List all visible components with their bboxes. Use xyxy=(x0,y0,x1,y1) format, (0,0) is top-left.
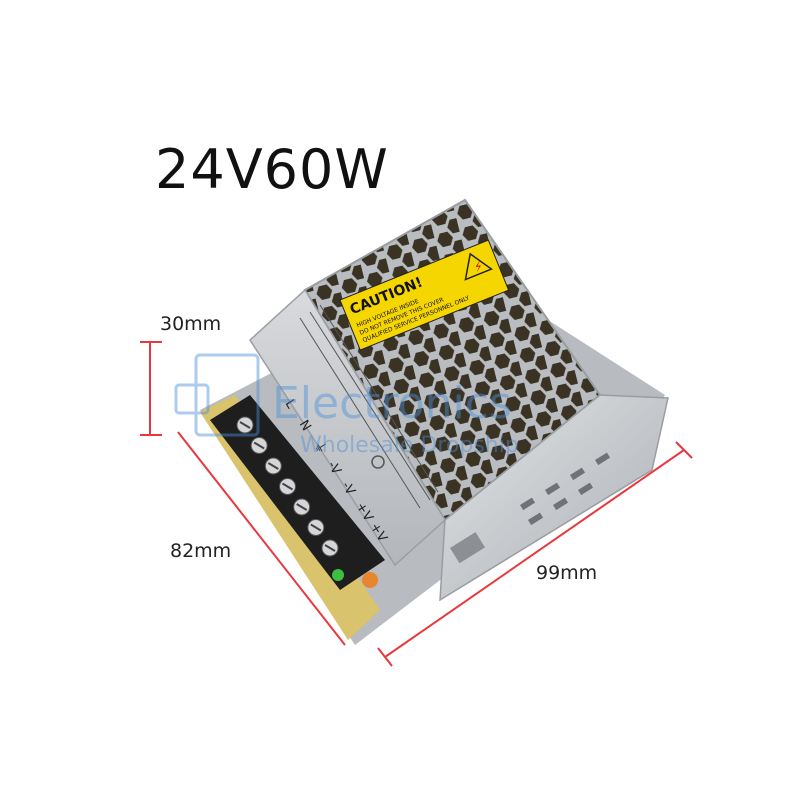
certification-mark xyxy=(371,455,385,469)
terminal-screw xyxy=(307,519,325,536)
terminal-screw xyxy=(250,437,268,454)
power-led xyxy=(332,569,344,581)
voltage-adjust-potentiometer xyxy=(362,572,378,588)
side-vents xyxy=(520,452,611,526)
side-connector-slot xyxy=(449,532,485,564)
terminal-screw xyxy=(279,478,296,495)
terminal-screw xyxy=(236,416,254,434)
depth-dimension-label: 82mm xyxy=(170,540,232,562)
watermark-logo: Electronics Wholesale Dropship xyxy=(174,353,519,458)
label-print xyxy=(299,304,439,509)
caution-label: ⚡ CAUTION! HIGH VOLTAGE INSIDE DO NOT RE… xyxy=(339,239,510,351)
depth-dimension-line xyxy=(177,431,346,646)
product-title: 24V60W xyxy=(155,138,389,201)
watermark-box-icon xyxy=(194,353,260,437)
terminal-screw xyxy=(293,498,311,516)
watermark-tagline: Wholesale Dropship xyxy=(300,433,519,458)
height-dimension-label: 30mm xyxy=(160,313,222,335)
front-label-panel xyxy=(249,288,446,567)
warning-triangle-icon xyxy=(464,252,493,281)
watermark-brand: Electronics xyxy=(272,378,512,429)
terminal-screws xyxy=(236,416,339,557)
terminal-screw xyxy=(321,539,339,557)
terminal-screw xyxy=(264,457,282,475)
right-side-wall xyxy=(439,394,669,602)
width-dimension-label: 99mm xyxy=(536,562,598,584)
width-dimension-line xyxy=(384,449,685,658)
dimension-lines xyxy=(140,341,693,667)
